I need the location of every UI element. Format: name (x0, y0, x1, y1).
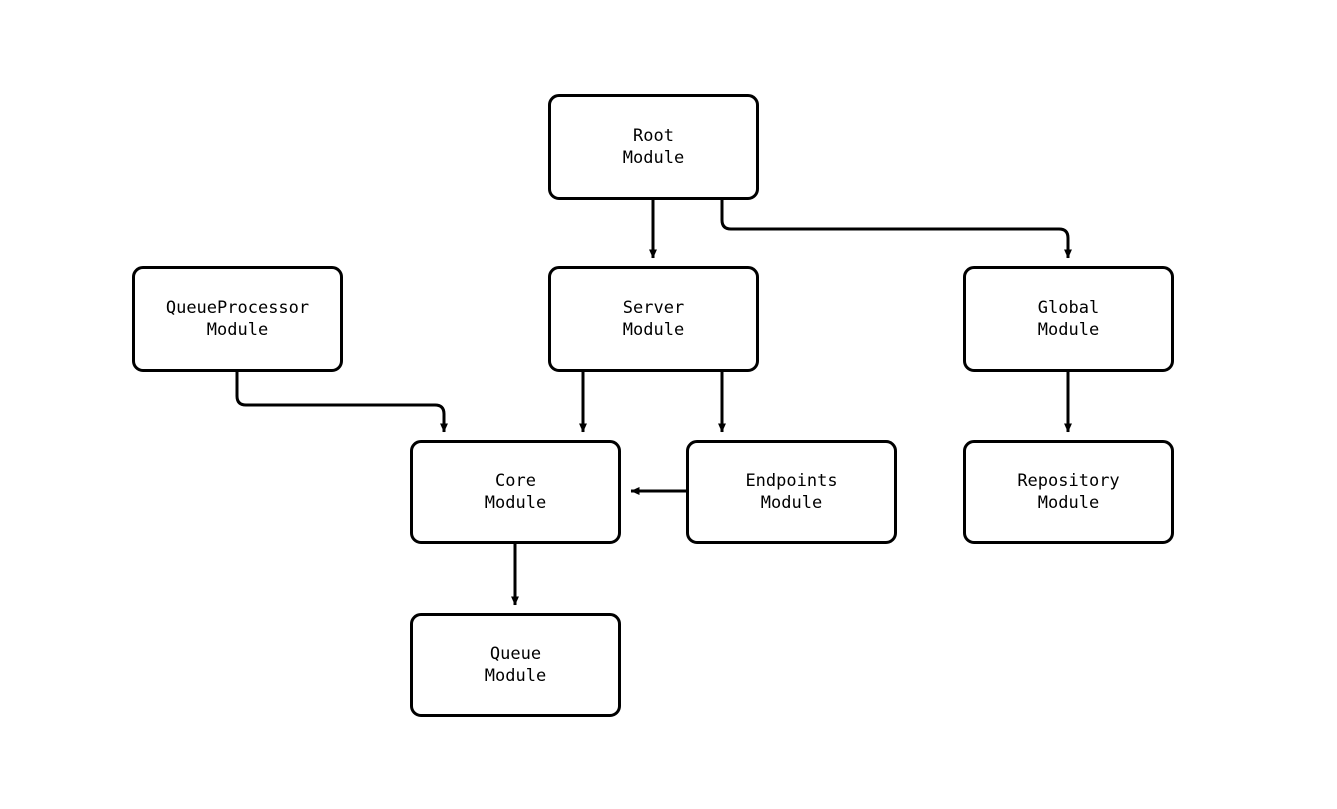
edge-root-to-global (720, 200, 1072, 259)
node-repository-module[interactable]: Repository Module (963, 440, 1174, 544)
node-label: Root Module (622, 126, 685, 168)
node-label: Global Module (1037, 298, 1100, 340)
node-server-module[interactable]: Server Module (548, 266, 759, 372)
node-label: Server Module (622, 298, 685, 340)
node-label: Queue Module (484, 644, 547, 686)
node-global-module[interactable]: Global Module (963, 266, 1174, 372)
edge-queueprocessor-to-core (235, 372, 448, 433)
node-label: Core Module (484, 471, 547, 513)
node-queueprocessor-module[interactable]: QueueProcessor Module (132, 266, 343, 372)
node-root-module[interactable]: Root Module (548, 94, 759, 200)
node-queue-module[interactable]: Queue Module (410, 613, 621, 717)
node-core-module[interactable]: Core Module (410, 440, 621, 544)
node-label: Endpoints Module (745, 471, 838, 513)
node-endpoints-module[interactable]: Endpoints Module (686, 440, 897, 544)
node-label: QueueProcessor Module (165, 298, 310, 340)
node-label: Repository Module (1017, 471, 1120, 513)
